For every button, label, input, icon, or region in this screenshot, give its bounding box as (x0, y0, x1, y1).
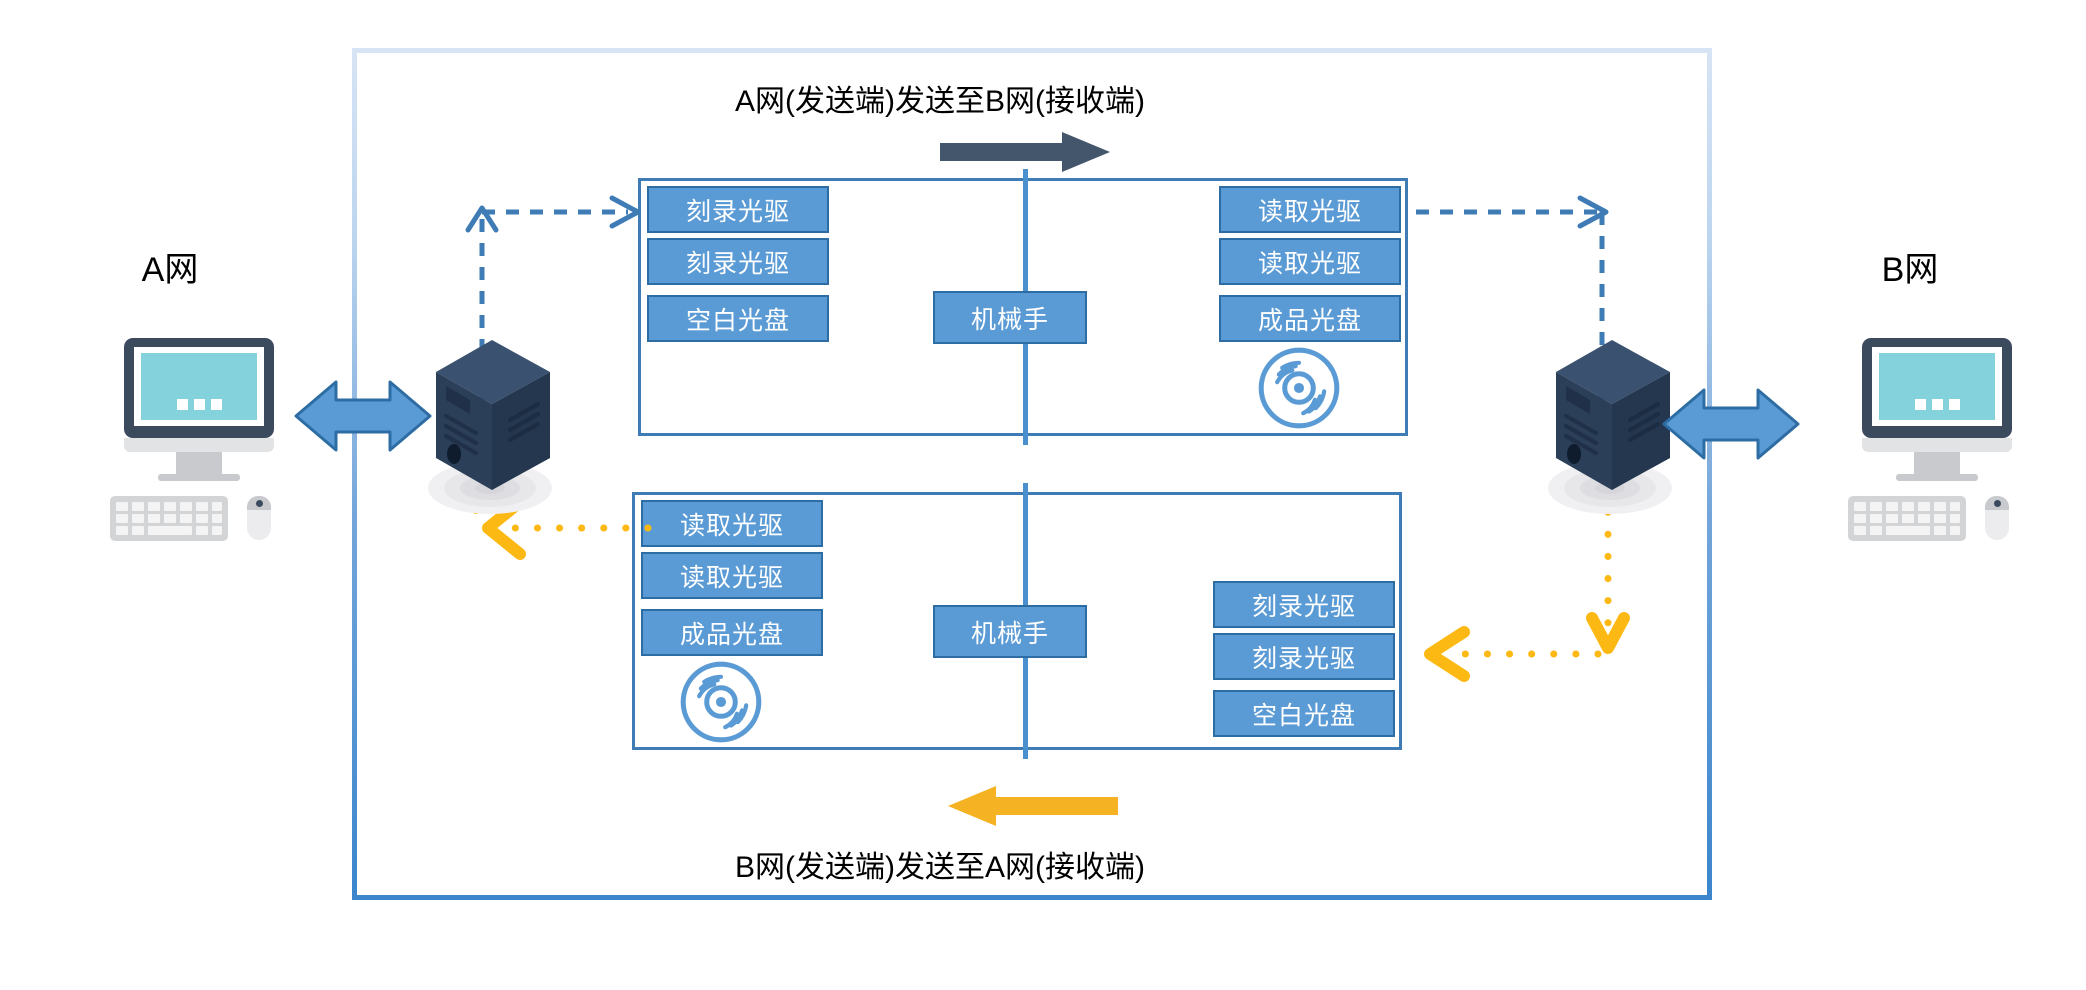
screen-dot (1932, 399, 1943, 410)
monitor-foot (1896, 474, 1978, 481)
bottom-right-disc-tray[interactable]: 空白光盘 (1213, 690, 1395, 737)
top-right-drive-2[interactable]: 读取光驱 (1219, 238, 1401, 285)
mouse-body (247, 510, 271, 540)
screen-dot (194, 399, 205, 410)
top-machine-panel: 刻录光驱 刻录光驱 空白光盘 机械手 读取光驱 读取光驱 成品光盘 (638, 169, 1408, 445)
top-left-disc-tray[interactable]: 空白光盘 (647, 295, 829, 342)
screen-dot (177, 399, 188, 410)
cd-disc-icon (1258, 347, 1340, 429)
bottom-direction-arrow-icon (948, 786, 1118, 826)
screen-dot (211, 399, 222, 410)
top-direction-arrow-icon (940, 132, 1110, 172)
bottom-right-drive-1[interactable]: 刻录光驱 (1213, 581, 1395, 628)
top-right-disc-tray[interactable]: 成品光盘 (1219, 295, 1401, 342)
left-link-double-arrow-icon[interactable] (292, 374, 434, 458)
top-right-drive-1[interactable]: 读取光驱 (1219, 186, 1401, 233)
keyboard-icon (110, 496, 228, 541)
monitor-neck (176, 452, 222, 474)
bottom-left-drive-2[interactable]: 读取光驱 (641, 552, 823, 599)
bottom-left-drive-1[interactable]: 读取光驱 (641, 500, 823, 547)
monitor-chin (1862, 438, 2012, 452)
bottom-left-disc-tray[interactable]: 成品光盘 (641, 609, 823, 656)
monitor-foot (158, 474, 240, 481)
screen-dot (1915, 399, 1926, 410)
right-network-label: B网 (1881, 251, 1939, 289)
mouse-body (1985, 510, 2009, 540)
bottom-robot-arm[interactable]: 机械手 (933, 605, 1087, 658)
monitor-chin (124, 438, 274, 452)
bottom-machine-panel: 读取光驱 读取光驱 成品光盘 机械手 刻录光驱 刻录光驱 空白光盘 (632, 483, 1402, 759)
keyboard-icon (1848, 496, 1966, 541)
monitor-screen (141, 353, 257, 420)
top-robot-arm[interactable]: 机械手 (933, 291, 1087, 344)
top-left-drive-2[interactable]: 刻录光驱 (647, 238, 829, 285)
bottom-direction-label: B网(发送端)发送至A网(接收端) (735, 851, 1145, 884)
mouse-icon (1985, 496, 2009, 510)
top-left-drive-1[interactable]: 刻录光驱 (647, 186, 829, 233)
mouse-icon (247, 496, 271, 510)
bottom-flow-right-dotted-arrow (1424, 464, 1630, 682)
screen-dot (1949, 399, 1960, 410)
monitor-neck (1914, 452, 1960, 474)
bottom-right-drive-2[interactable]: 刻录光驱 (1213, 633, 1395, 680)
server-icon-left (428, 340, 552, 514)
cd-disc-icon (680, 661, 762, 743)
server-icon-right (1548, 340, 1672, 514)
right-link-double-arrow-icon[interactable] (1660, 382, 1802, 466)
monitor-screen (1879, 353, 1995, 420)
top-direction-label: A网(发送端)发送至B网(接收端) (735, 85, 1145, 118)
left-network-label: A网 (141, 251, 199, 289)
